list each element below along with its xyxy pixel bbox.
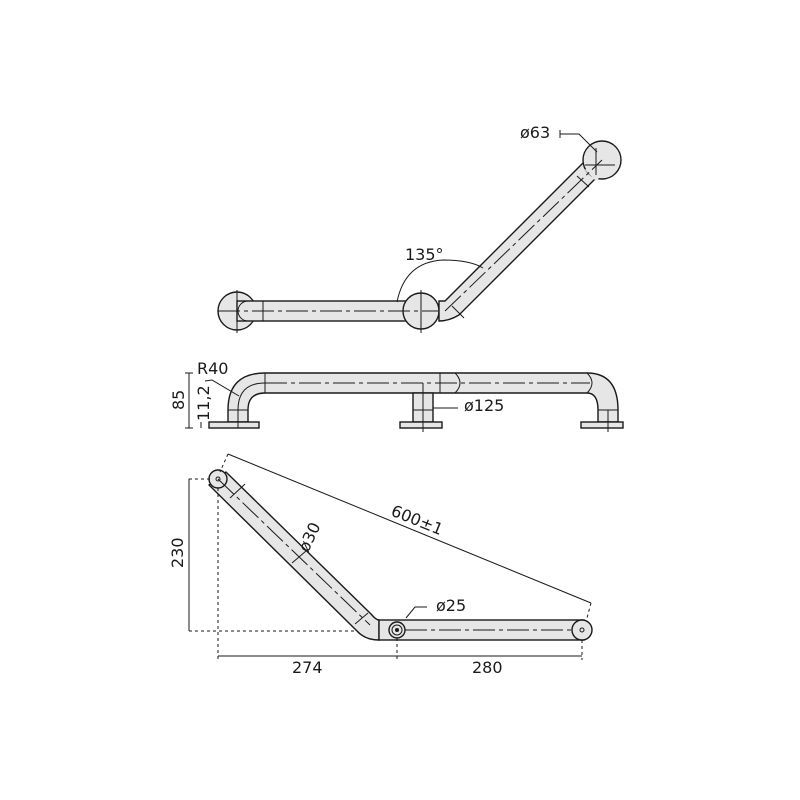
center-base bbox=[399, 421, 443, 429]
overall-label: 600±1 bbox=[389, 501, 446, 539]
flange-thickness-label: 11,2 bbox=[194, 385, 213, 421]
height-label: 85 bbox=[169, 390, 188, 410]
vertical-label: 230 bbox=[168, 537, 187, 568]
plan-right-end bbox=[571, 619, 593, 641]
plan-view: 600±1 ø30 ø25 230 274 280 bbox=[168, 453, 593, 677]
right-base bbox=[580, 421, 624, 429]
left-horizontal-label: 274 bbox=[292, 658, 323, 677]
diagonal-tube bbox=[438, 152, 608, 322]
center-post-label: ø125 bbox=[464, 396, 504, 415]
plan-diagonal-tube bbox=[207, 471, 380, 641]
front-view: R40 85 11,2 ø125 bbox=[169, 359, 624, 432]
radius-label: R40 bbox=[197, 359, 228, 378]
tube-diameter-label: ø30 bbox=[294, 519, 324, 554]
top-view: 135° ø63 bbox=[217, 123, 622, 333]
flange-label: ø25 bbox=[436, 596, 466, 615]
angle-label: 135° bbox=[405, 245, 444, 264]
left-base bbox=[208, 421, 260, 429]
flange-diameter-label: ø63 bbox=[520, 123, 550, 142]
right-horizontal-label: 280 bbox=[472, 658, 503, 677]
